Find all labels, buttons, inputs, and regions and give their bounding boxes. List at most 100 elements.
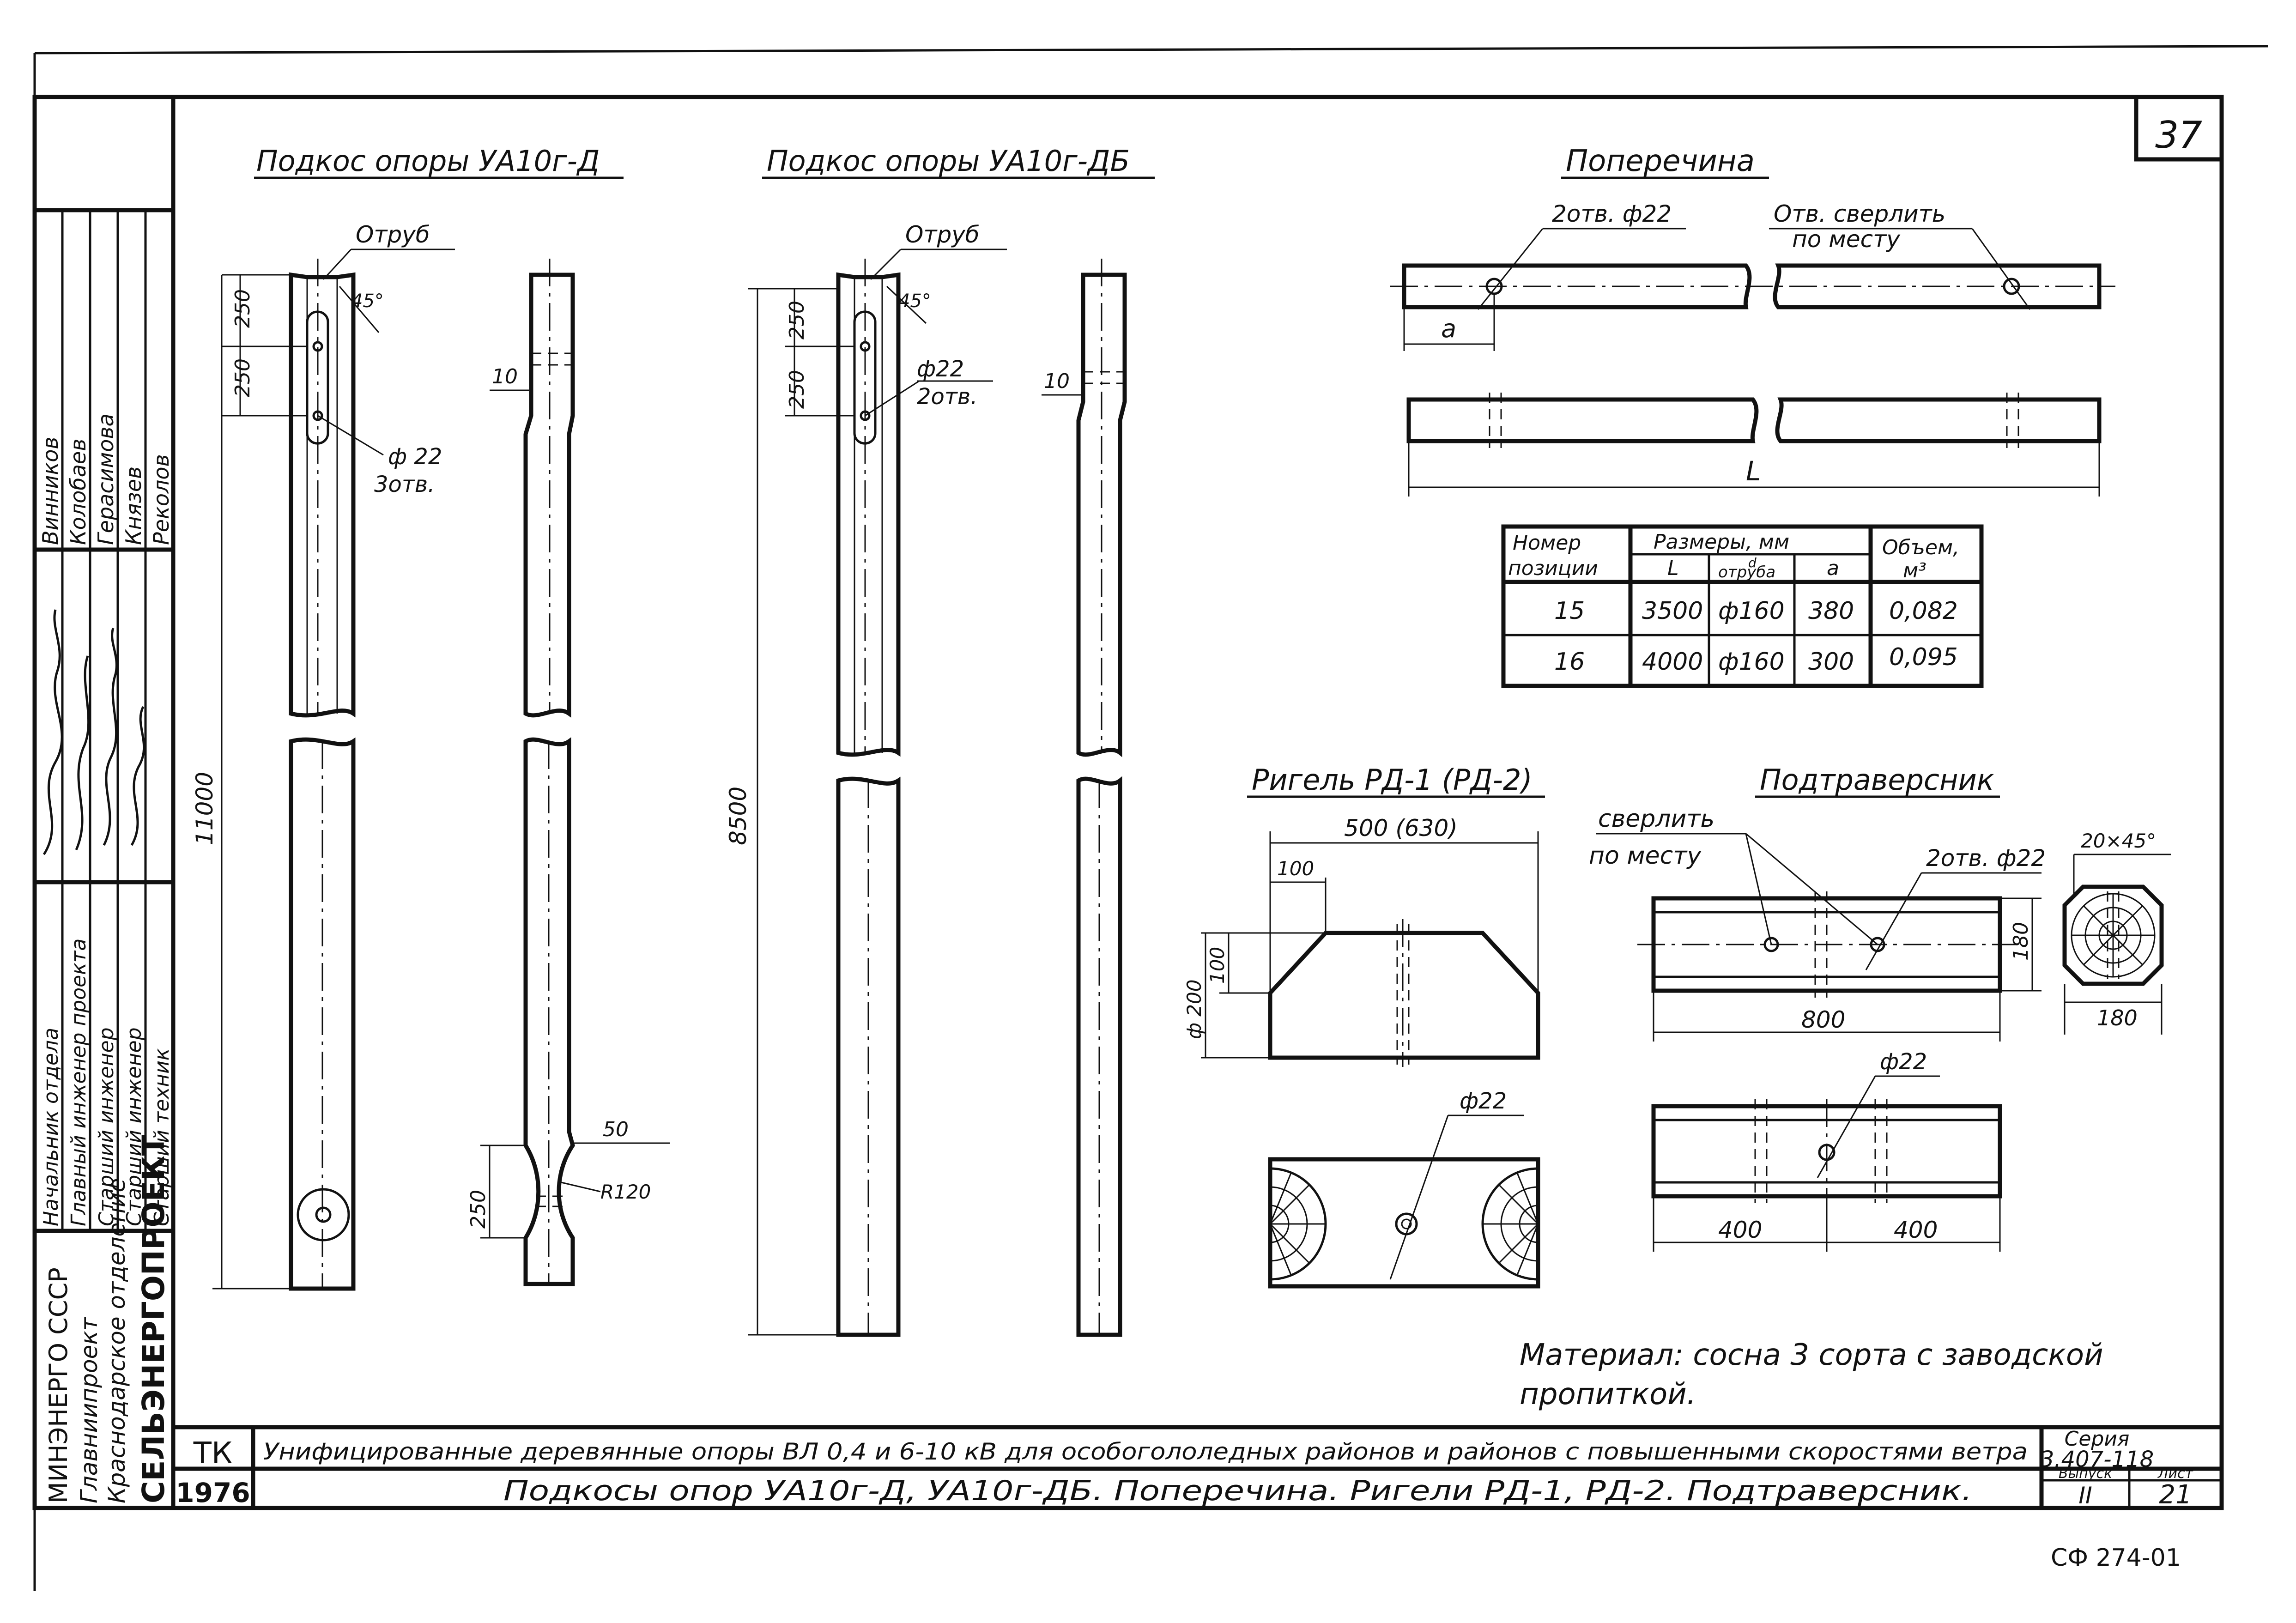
crossarm-dim-a: а bbox=[1441, 314, 1456, 343]
issue-label: Выпуск bbox=[2059, 1466, 2112, 1482]
org-main: Главниипроект bbox=[76, 1316, 103, 1503]
stamp-name-2: Колобаев bbox=[66, 439, 91, 545]
subtraverse-drill-1: сверлить bbox=[1598, 805, 1714, 833]
table-cell-pos: 16 bbox=[1554, 648, 1585, 676]
rigel-dim-100-top: 100 bbox=[1277, 857, 1314, 880]
table-row: 16 4000 ф160 300 0,095 bbox=[1554, 643, 1958, 676]
table-cell-a: 300 bbox=[1808, 648, 1854, 676]
sheet-number-box: 37 bbox=[2134, 97, 2222, 162]
brace-db-hole-count: 2отв. bbox=[917, 384, 977, 410]
table-header-volume-1: Объем, bbox=[1882, 536, 1959, 559]
org-branch: Краснодарское отделение bbox=[103, 1178, 130, 1503]
sheet-value: 21 bbox=[2159, 1480, 2192, 1510]
subtraverse-hole: ф22 bbox=[1880, 1049, 1927, 1075]
stamp-code: СФ 274-01 bbox=[2051, 1544, 2181, 1572]
brace-db-dim-250-b: 250 bbox=[785, 370, 809, 409]
brace-d-trim-label: Отруб bbox=[356, 221, 430, 248]
brace-d-length: 11000 bbox=[191, 772, 218, 845]
brace-db-trim-label: Отруб bbox=[905, 221, 980, 248]
table-cell-vol: 0,095 bbox=[1889, 643, 1958, 671]
org-ministry: МИНЭНЕРГО СССР bbox=[44, 1267, 73, 1503]
series-value: 3.407-118 bbox=[2040, 1447, 2154, 1472]
material-line-2: пропиткой. bbox=[1520, 1377, 1696, 1411]
series-label: Серия bbox=[2065, 1427, 2130, 1451]
brace-d-dim-250-b: 250 bbox=[231, 358, 254, 397]
crossarm-dim-l: L bbox=[1746, 455, 1761, 487]
brace-d-hole-count: 3отв. bbox=[374, 472, 435, 497]
rigel-dim-100-side: 100 bbox=[1206, 947, 1229, 984]
subtraverse-half-2: 400 bbox=[1894, 1217, 1938, 1243]
subtraverse-section: 180 bbox=[2097, 1005, 2138, 1030]
sheet-number: 37 bbox=[2155, 114, 2202, 157]
table-cell-a: 380 bbox=[1808, 597, 1854, 625]
table-cell-l: 3500 bbox=[1642, 597, 1703, 625]
subtraverse-half-1: 400 bbox=[1718, 1217, 1762, 1243]
table-header-sizes: Размеры, мм bbox=[1654, 530, 1789, 554]
stamp-role-4: Старший инженер bbox=[122, 1027, 146, 1226]
brace-db-angle: 45° bbox=[898, 291, 931, 312]
stamp-role-3: Старший инженер bbox=[95, 1027, 118, 1226]
table-cell-l: 4000 bbox=[1642, 648, 1703, 676]
table-cell-d: ф160 bbox=[1718, 648, 1785, 676]
brace-d-dim-50: 50 bbox=[603, 1118, 629, 1141]
brace-db-hole-label: ф22 bbox=[917, 356, 964, 382]
rigel-diameter: ф 200 bbox=[1183, 980, 1206, 1039]
table-header-a: а bbox=[1827, 557, 1839, 580]
table-header-volume-2: м³ bbox=[1903, 559, 1926, 582]
subtraverse-drill-2: по месту bbox=[1589, 842, 1702, 870]
stamp-role-1: Начальник отдела bbox=[39, 1028, 63, 1226]
rigel-drawing: Ригель РД-1 (РД-2) 500 (630) 100 100 ф 2… bbox=[1183, 763, 1545, 1289]
crossarm-drill-label-2: по месту bbox=[1792, 226, 1901, 253]
rigel-title: Ригель РД-1 (РД-2) bbox=[1252, 763, 1533, 797]
table-header-d: отруба bbox=[1718, 563, 1775, 581]
dimension-table: Номер позиции Размеры, мм L d отруба а О… bbox=[1501, 524, 1984, 688]
rigel-width: 500 (630) bbox=[1344, 815, 1458, 842]
crossarm-holes-label: 2отв. ф22 bbox=[1552, 200, 1672, 227]
table-header-position-2: позиции bbox=[1508, 557, 1598, 580]
subtraverse-holes: 2отв. ф22 bbox=[1926, 845, 2046, 872]
crossarm-drill-label-1: Отв. сверлить bbox=[1774, 200, 1945, 227]
stamp-name-5: Реколов bbox=[149, 454, 174, 545]
title-block: ТК 1976 Унифицированные деревянные опоры… bbox=[171, 1425, 2224, 1510]
brace-db-length: 8500 bbox=[725, 787, 751, 845]
side-stamp: Винников Колобаев Герасимова Князев Реко… bbox=[35, 208, 174, 1503]
rigel-hole: ф22 bbox=[1460, 1088, 1507, 1114]
table-header-d-top: d bbox=[1748, 555, 1757, 570]
issue-value: II bbox=[2078, 1482, 2092, 1509]
material-line-1: Материал: сосна 3 сорта с заводской bbox=[1520, 1338, 2103, 1372]
table-header-position-1: Номер bbox=[1513, 531, 1581, 555]
subtraverse-chamfer: 20×45° bbox=[2081, 830, 2156, 852]
table-cell-vol: 0,082 bbox=[1889, 597, 1958, 625]
brace-d-side-10: 10 bbox=[492, 365, 518, 388]
stamp-role-5: Старший техник bbox=[150, 1048, 174, 1226]
brace-d-hole-label: ф 22 bbox=[388, 444, 442, 470]
table-header-l: L bbox=[1667, 557, 1679, 580]
stamp-role-2: Главный инженер проекта bbox=[67, 939, 91, 1226]
tk-label: ТК bbox=[193, 1436, 233, 1471]
year-label: 1976 bbox=[176, 1477, 250, 1508]
material-note: Материал: сосна 3 сорта с заводской проп… bbox=[1520, 1338, 2103, 1411]
project-title: Унифицированные деревянные опоры ВЛ 0,4 … bbox=[263, 1438, 2028, 1465]
stamp-name-1: Винников bbox=[38, 436, 63, 545]
brace-db-drawing: Подкос опоры УА10г-ДБ 250 250 8500 Отруб… bbox=[725, 144, 1155, 1337]
table-row: 15 3500 ф160 380 0,082 bbox=[1554, 597, 1958, 625]
brace-d-dim-250-c: 250 bbox=[466, 1190, 490, 1229]
sheet-label: Лист bbox=[2157, 1466, 2194, 1482]
subtraverse-length: 800 bbox=[1801, 1006, 1845, 1033]
subtraverse-title: Подтраверсник bbox=[1760, 763, 1994, 797]
brace-d-title: Подкос опоры УА10г-Д bbox=[256, 144, 600, 178]
stamp-name-3: Герасимова bbox=[93, 413, 118, 545]
subtraverse-height: 180 bbox=[2009, 922, 2033, 961]
stamp-name-4: Князев bbox=[121, 466, 146, 545]
brace-db-dim-250-a: 250 bbox=[785, 301, 809, 339]
brace-db-side-10: 10 bbox=[1044, 369, 1070, 393]
org-institute: СЕЛЬЭНЕРГОПРОЕКТ bbox=[136, 1135, 171, 1503]
subtraverse-drawing: Подтраверсник сверлить по месту 2отв. ф2… bbox=[1589, 763, 2171, 1252]
sheet-title: Подкосы опор УА10г-Д, УА10г-ДБ. Поперечи… bbox=[503, 1475, 1972, 1507]
brace-db-title: Подкос опоры УА10г-ДБ bbox=[767, 144, 1130, 178]
table-cell-d: ф160 bbox=[1718, 597, 1785, 625]
crossarm-drawing: Поперечина а 2отв. ф22 Отв. сверлить по … bbox=[1390, 144, 2115, 497]
brace-d-angle: 45° bbox=[351, 291, 384, 312]
crossarm-title: Поперечина bbox=[1566, 144, 1755, 178]
